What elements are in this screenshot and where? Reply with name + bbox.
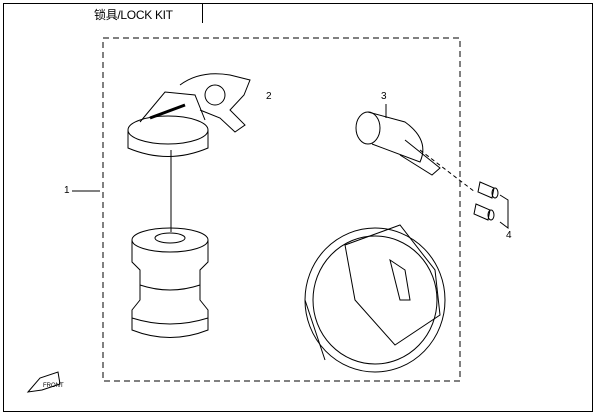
kit-boundary bbox=[102, 37, 461, 382]
callout-2: 2 bbox=[266, 91, 272, 102]
seat-lock-drawing bbox=[355, 111, 441, 176]
front-arrow-icon: FRONT bbox=[26, 371, 64, 393]
key-lock-cap-drawing bbox=[127, 73, 251, 157]
svg-text:FRONT: FRONT bbox=[43, 383, 64, 389]
pins-drawing bbox=[473, 181, 499, 221]
leader-4 bbox=[499, 194, 509, 229]
fuel-cap-drawing bbox=[304, 224, 446, 373]
callout-3: 3 bbox=[381, 91, 387, 102]
ignition-cylinder-drawing bbox=[131, 227, 209, 338]
drawing-frame bbox=[3, 3, 593, 412]
callout-1: 1 bbox=[64, 185, 70, 196]
leader-3b bbox=[419, 149, 476, 193]
title-divider bbox=[202, 3, 203, 23]
diagram-title: 锁具/LOCK KIT bbox=[94, 8, 173, 22]
callout-4: 4 bbox=[506, 230, 512, 241]
